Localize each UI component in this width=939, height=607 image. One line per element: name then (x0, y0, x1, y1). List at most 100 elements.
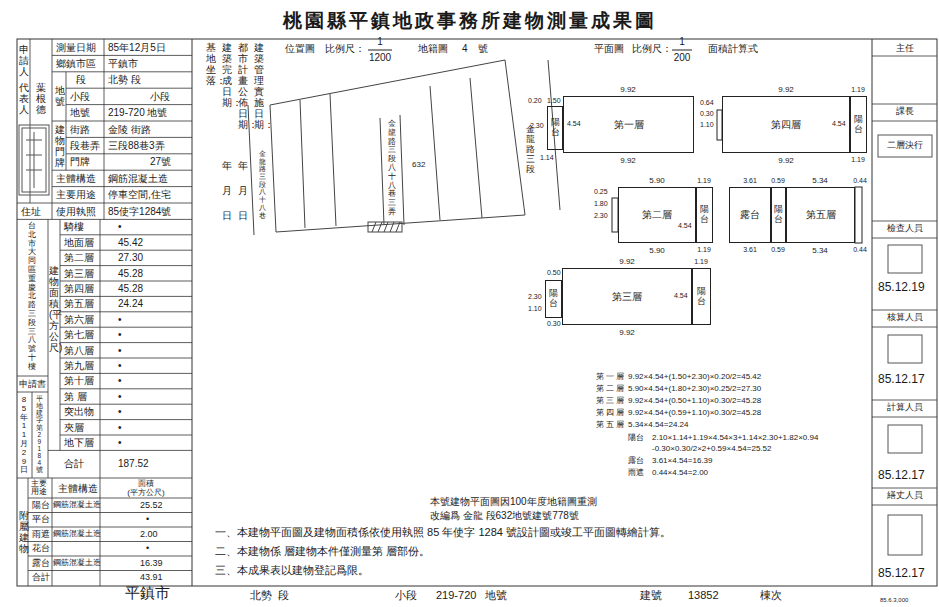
field-text: 夾層 (64, 422, 84, 434)
field-text: 年 (222, 160, 232, 172)
floor-plan-box: 第三層 (562, 268, 692, 325)
field-text: 5.34 (812, 176, 828, 186)
drawing-line (248, 60, 560, 235)
seal-stamps (19, 125, 932, 555)
field-text: • (118, 422, 122, 434)
field-text: 日 (238, 210, 248, 222)
floor-plan-box: 陽台 (850, 96, 867, 153)
field-text: 24.24 (118, 298, 143, 310)
field-text: 1.50 (547, 97, 561, 105)
field-text: 5.34 (812, 246, 828, 256)
field-text: 9.92×4.54+(0.50+1.10)×0.30/2=45.28 (628, 396, 761, 406)
field-text: 台北市大同區重慶北路三段三八號十樓 (28, 222, 36, 372)
field-text: 露台 (32, 558, 50, 569)
field-text: 北勢 段 (108, 74, 141, 86)
field-text: 建築管理實施日期： (254, 42, 264, 130)
field-text: • (118, 391, 122, 403)
field-text: 主任 (896, 43, 914, 54)
field-text: 小段 (150, 91, 170, 103)
field-text: 小段 (395, 589, 417, 602)
floor-plan-box: 陽台 (547, 106, 563, 150)
field-text: 花台 (32, 543, 50, 554)
field-text: 4.54 (674, 292, 688, 300)
field-text: 月 (238, 185, 248, 197)
field-text: 課長 (896, 106, 914, 117)
field-text: 0.20 (528, 97, 542, 105)
field-text: 面積計算式 (708, 43, 758, 55)
drawing-line (17, 39, 937, 586)
field-text: 合計 (32, 572, 50, 583)
field-text: 段 (278, 589, 289, 602)
field-text: 85.12.17 (878, 566, 925, 580)
drawing-line (888, 335, 922, 363)
field-text: 第 二 層 (596, 384, 624, 394)
field-text: 使用執照 (56, 206, 96, 218)
field-text: 第 三 層 (596, 396, 624, 406)
drawing-line (17, 39, 192, 219)
field-text: 9.92 (619, 328, 635, 338)
field-text: 金龍路三段 (526, 125, 535, 174)
drawing-line (17, 376, 48, 478)
field-text: 棟次 (760, 589, 782, 602)
field-text: 3.61 (743, 177, 757, 185)
plan-extras (612, 110, 862, 243)
floor-plan-box: 陽台 (692, 268, 711, 325)
field-text: 繕丈人員 (887, 490, 923, 501)
field-text: 4.54 (678, 222, 692, 230)
field-text: 第 四 層 (596, 408, 624, 418)
room-name: 露台 (740, 209, 760, 221)
field-text: • (118, 221, 122, 233)
field-text: 9.92 (619, 257, 635, 267)
field-text: 27號 (150, 156, 171, 168)
field-text: 第三層 (64, 268, 94, 280)
field-text: 三、本成果表以建物登記爲限。 (215, 564, 369, 577)
field-text: 葉根德 (36, 82, 46, 115)
field-text: 1.80 (594, 200, 608, 208)
field-text: 1.10 (528, 305, 542, 313)
field-text: 地下層 (64, 437, 94, 449)
room-name: 陽台 (697, 287, 706, 307)
approval-grid (872, 56, 937, 505)
room-name: 第五層 (806, 209, 836, 221)
drawing-line (17, 219, 192, 586)
field-text: 申請書 (19, 379, 46, 390)
field-text: 位置圖 (285, 43, 315, 55)
field-text: 1.19 (697, 177, 711, 185)
field-text: 2.30 (530, 122, 544, 130)
room-name: 陽台 (774, 205, 783, 225)
field-text: 85.12.17 (878, 468, 925, 482)
field-text: 219-720 地號 (108, 107, 167, 119)
field-text: 附屬建物 (19, 510, 29, 554)
floor-plan-box: 第五層 (786, 187, 855, 243)
floor-plan-box: 陽台 (545, 280, 562, 318)
field-text: 1.10 (700, 121, 714, 129)
field-text: 代表人 (19, 82, 29, 115)
field-text: 1 (679, 36, 685, 48)
field-text: 小段 (70, 91, 90, 103)
field-text: 0.59 (771, 177, 785, 185)
field-text: 4.54 (832, 120, 846, 128)
field-text: 改編爲 金龍 段632地號建號778號 (430, 510, 579, 522)
field-text: 合計 (64, 458, 84, 470)
field-text: 地號 (485, 589, 507, 602)
location-map (248, 60, 560, 235)
field-text: 建物門牌 (55, 124, 65, 168)
field-text: 0.50 (547, 269, 561, 277)
field-text: 13852 (688, 589, 719, 602)
field-text: 1.19 (851, 86, 865, 94)
field-text: 平面圖 (594, 43, 624, 55)
room-name: 陽台 (549, 289, 558, 309)
field-text: 主體構造 (58, 483, 98, 495)
frame-lines (17, 39, 937, 586)
drawing-line (888, 245, 922, 273)
field-text: 第十層 (64, 375, 94, 387)
field-text: 陽台 (628, 433, 644, 443)
floor-plan-box: 陽台 (696, 187, 713, 243)
floor-plan-box: 陽台 (771, 187, 786, 243)
floor-plan-box: 第四層 (722, 96, 850, 153)
field-text: • (118, 360, 122, 372)
field-text: 年 (238, 160, 248, 172)
field-text: 85年12月5日 (108, 42, 166, 54)
field-text: • (118, 345, 122, 357)
field-text: 主要用途 (31, 480, 47, 498)
